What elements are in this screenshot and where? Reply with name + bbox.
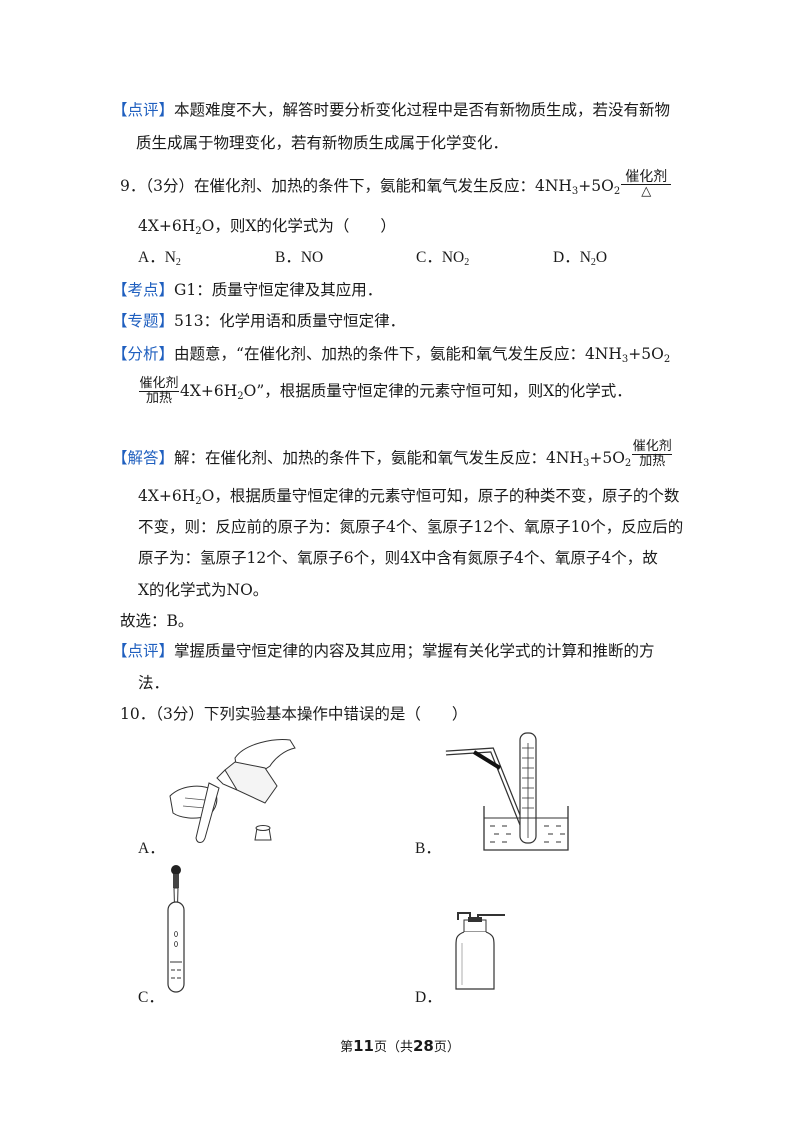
dianping-line1: 【点评】掌握质量守恒定律的内容及其应用；掌握有关化学式的计算和推断的方 <box>112 639 655 661</box>
figure-a-label: A． <box>138 840 165 857</box>
q9-sub-3: 3 <box>571 186 579 197</box>
q9-stem-c-b: O，则X的化学式为（ ） <box>201 217 396 235</box>
q9-stem-b: +5O <box>578 177 614 195</box>
condition-bar <box>621 184 672 185</box>
kaodian: 【考点】G1：质量守恒定律及其应用． <box>112 278 382 300</box>
jieda-condition-bot: 加热 <box>639 454 666 469</box>
dianping-tag: 【点评】 <box>112 642 175 660</box>
jieda-sub-2: 2 <box>624 458 632 469</box>
comment-text-1: 本题难度不大，解答时要分析变化过程中是否有新物质生成，若没有新物 <box>174 101 671 119</box>
figure-b-label: B． <box>415 840 441 857</box>
dianping-line2: 法． <box>138 671 169 693</box>
figure-d-label: D． <box>415 989 442 1006</box>
footer-mid: 页（共 <box>373 1040 413 1055</box>
option-a: A．N2 <box>138 245 181 268</box>
zhuanti: 【专题】513：化学用语和质量守恒定律． <box>112 309 405 331</box>
jieda-text-5: X的化学式为NO。 <box>138 581 269 599</box>
kaodian-text: G1：质量守恒定律及其应用． <box>174 281 383 299</box>
jieda-line3: 不变，则：反应前的原子为：氮原子4个、氢原子12个、氧原子10个，反应后的 <box>138 515 683 537</box>
option-d-text: D．N <box>553 249 591 266</box>
option-a-sub: 2 <box>175 257 181 268</box>
comment-8-line2: 质生成属于物理变化，若有新物质生成属于化学变化． <box>136 131 508 153</box>
option-b-text: B．NO <box>275 249 324 266</box>
fenxi-condition-bot: 加热 <box>145 391 172 406</box>
option-c-text: C．NO <box>416 249 465 266</box>
condition-heat: △ <box>641 184 652 199</box>
figure-c-dropper <box>167 865 185 993</box>
comment-text-2: 质生成属于物理变化，若有新物质生成属于化学变化． <box>136 134 509 152</box>
fenxi-condition-top: 催化剂 <box>139 376 179 391</box>
option-d-sub: 2 <box>590 257 596 268</box>
jieda-text-2b: O，根据质量守恒定律的元素守恒可知，原子的种类不变，原子的个数 <box>201 487 680 505</box>
figure-b-gas-collection <box>445 732 569 851</box>
q9-stem-c-a: 4X+6H <box>138 217 196 235</box>
page-number: 11 <box>353 1037 374 1055</box>
page-footer: 第11页（共28页） <box>0 1036 800 1055</box>
zhuanti-text: 513：化学用语和质量守恒定律． <box>174 312 406 330</box>
dianping-text-1: 掌握质量守恒定律的内容及其应用；掌握有关化学式的计算和推断的方 <box>174 642 655 660</box>
dianping-text-2: 法． <box>138 674 170 692</box>
question-10-stem: 10．（3分）下列实验基本操作中错误的是（ ） <box>120 702 467 724</box>
option-b: B．NO <box>275 245 323 267</box>
reaction-condition: 催化剂△ <box>621 169 672 199</box>
option-a-text: A．N <box>138 249 176 266</box>
fenxi-text-2b: O”，根据质量守恒定律的元素守恒可知，则X的化学式． <box>243 382 632 400</box>
jieda-line2: 4X+6H2O，根据质量守恒定律的元素守恒可知，原子的种类不变，原子的个数 <box>138 484 679 507</box>
option-c-sub: 2 <box>464 257 470 268</box>
figure-a-pouring-liquid <box>169 739 296 843</box>
fenxi-text-1b: +5O <box>628 345 664 363</box>
fenxi-sub-3: 3 <box>621 354 629 365</box>
fenxi-condition: 催化剂加热 <box>139 377 179 406</box>
jieda-tag: 【解答】 <box>112 449 175 467</box>
option-d-tail: O <box>595 249 608 266</box>
jieda-text-1a: 解：在催化剂、加热的条件下，氨能和氧气发生反应：4NH <box>174 449 583 467</box>
comment-8-line1: 【点评】本题难度不大，解答时要分析变化过程中是否有新物质生成，若没有新物 <box>112 98 670 120</box>
footer-pre: 第 <box>340 1040 354 1055</box>
kaodian-tag: 【考点】 <box>112 281 175 299</box>
jieda-sub-2b: 2 <box>195 496 202 507</box>
fenxi-text-1a: 由题意，“在催化剂、加热的条件下，氨能和氧气发生反应：4NH <box>174 345 622 363</box>
fenxi-condition-bar <box>139 391 179 392</box>
question-9-stem-2: 4X+6H2O，则X的化学式为（ ） <box>138 214 396 237</box>
jieda-text-2a: 4X+6H <box>138 487 196 505</box>
option-d: D．N2O <box>553 245 607 268</box>
answer: 故选：B。 <box>120 609 193 631</box>
footer-post: 页） <box>433 1040 460 1055</box>
fenxi-sub-2: 2 <box>663 354 671 365</box>
fenxi-tag: 【分析】 <box>112 345 175 363</box>
jieda-condition: 催化剂加热 <box>632 439 673 469</box>
answer-text: 故选：B。 <box>120 612 194 630</box>
q9-sub-2: 2 <box>613 186 621 197</box>
jieda-line5: X的化学式为NO。 <box>138 578 268 600</box>
comment-tag: 【点评】 <box>112 101 175 119</box>
condition-catalyst: 催化剂 <box>625 169 668 185</box>
option-c: C．NO2 <box>416 245 469 268</box>
total-pages: 28 <box>413 1037 434 1055</box>
q10-stem-text: 10．（3分）下列实验基本操作中错误的是（ ） <box>120 705 468 723</box>
jieda-condition-top: 催化剂 <box>632 439 672 454</box>
q9-sub-2b: 2 <box>195 226 202 237</box>
figure-d-gas-bottle <box>455 912 505 990</box>
q9-stem-a: 9．（3分）在催化剂、加热的条件下，氨能和氧气发生反应：4NH <box>120 177 572 195</box>
fenxi-text-2a: 4X+6H <box>180 382 238 400</box>
jieda-text-1b: +5O <box>589 449 625 467</box>
jieda-line4: 原子为：氢原子12个、氧原子6个，则4X中含有氮原子4个、氧原子4个，故 <box>138 546 658 568</box>
fenxi-line1: 【分析】由题意，“在催化剂、加热的条件下，氨能和氧气发生反应：4NH3+5O2 <box>112 342 670 365</box>
figure-c-label: C． <box>138 989 164 1006</box>
jieda-text-4: 原子为：氢原子12个、氧原子6个，则4X中含有氮原子4个、氧原子4个，故 <box>138 549 658 567</box>
zhuanti-tag: 【专题】 <box>112 312 175 330</box>
fenxi-sub-2b: 2 <box>237 391 244 402</box>
jieda-sub-3: 3 <box>582 458 590 469</box>
jieda-text-3: 不变，则：反应前的原子为：氮原子4个、氢原子12个、氧原子10个，反应后的 <box>138 518 684 536</box>
jieda-condition-bar <box>632 454 673 455</box>
